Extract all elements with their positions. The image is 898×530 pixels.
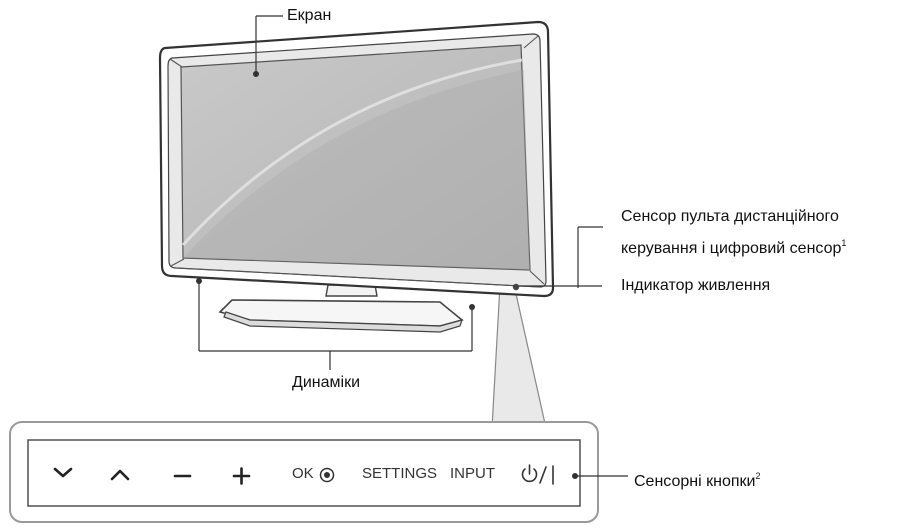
remote-sensor-label-line1: Сенсор пульта дистанційного bbox=[621, 208, 839, 225]
button-callout bbox=[491, 284, 547, 429]
tv-screen bbox=[180, 44, 531, 271]
tv-stand bbox=[218, 284, 464, 333]
chevron-up-icon bbox=[110, 469, 130, 481]
remote-sensor-label: Сенсор пульта дистанційного керування і … bbox=[621, 207, 846, 259]
touch-buttons-label: Сенсорні кнопки2 bbox=[634, 471, 761, 490]
ok-button-label: OK bbox=[292, 465, 314, 482]
power-indicator-label: Індикатор живлення bbox=[621, 277, 771, 294]
power-indicator-dot bbox=[512, 283, 520, 291]
settings-button-label: SETTINGS bbox=[362, 465, 438, 482]
footnote-1: 1 bbox=[841, 238, 847, 248]
footnote-2: 2 bbox=[755, 471, 761, 481]
radio-circle-icon bbox=[319, 467, 335, 483]
input-button-label: INPUT bbox=[450, 465, 495, 482]
speakers-label: Динаміки bbox=[292, 374, 360, 391]
power-icon bbox=[521, 464, 554, 485]
screen-label: Екран bbox=[287, 7, 332, 24]
chevron-down-icon bbox=[53, 467, 73, 478]
remote-sensor-label-line2: керування і цифровий сенсор1 bbox=[621, 238, 847, 257]
